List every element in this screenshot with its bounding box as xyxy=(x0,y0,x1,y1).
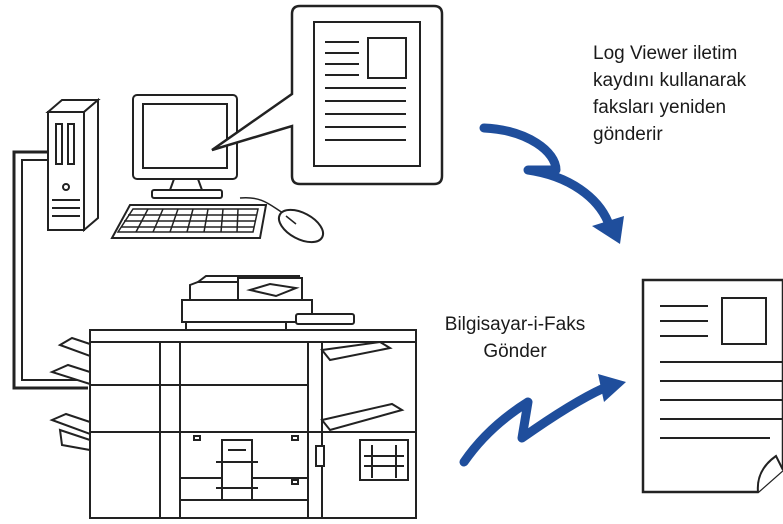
fax-document-icon xyxy=(641,278,783,494)
keyboard-icon xyxy=(110,204,268,239)
document-callout-icon xyxy=(211,4,444,186)
connection-cable xyxy=(12,150,88,390)
multifunction-printer-icon xyxy=(49,275,417,519)
pc-fax-arrow xyxy=(459,374,626,467)
pc-fax-send-label: Bilgisayar-i-Faks Gönder xyxy=(444,314,586,362)
monitor-icon xyxy=(132,94,238,199)
log-viewer-resend-label: Log Viewer iletim kaydını kullanarak fak… xyxy=(593,43,747,145)
desktop-computer-icon xyxy=(45,97,101,233)
mouse-icon xyxy=(239,196,325,244)
resend-arrow xyxy=(479,123,624,244)
